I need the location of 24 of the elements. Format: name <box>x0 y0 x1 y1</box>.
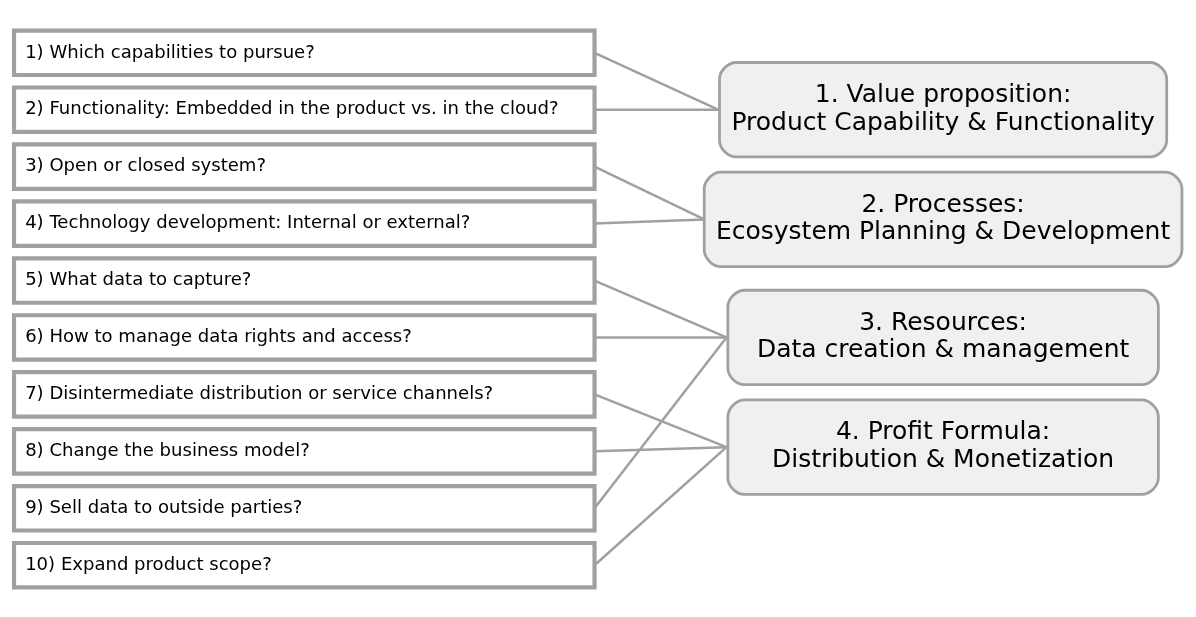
connector <box>594 392 727 448</box>
connector <box>593 336 728 509</box>
node-box: 8) Change the business model? <box>11 426 597 476</box>
connector <box>594 445 727 453</box>
node-box: 6) How to manage data rights and access? <box>11 312 597 362</box>
connector <box>594 335 727 339</box>
connector <box>594 51 719 111</box>
node-box: 2. Processes: Ecosystem Planning & Development <box>702 170 1184 268</box>
node-box: 1. Value proposition: Product Capability & Functionality <box>718 60 1169 158</box>
node-box: 10) Expand product scope? <box>11 540 597 590</box>
node-box: 3) Open or closed system? <box>11 141 597 191</box>
connector <box>594 217 705 225</box>
node-box: 4) Technology development: Internal or external? <box>11 198 597 248</box>
node-box: 9) Sell data to outside parties? <box>11 483 597 533</box>
node-box: 3. Resources: Data creation & management <box>726 288 1160 386</box>
connector <box>594 107 719 111</box>
connector <box>594 165 705 221</box>
node-box: 1) Which capabilities to pursue? <box>11 27 597 77</box>
node-box: 7) Disintermediate distribution or service channels? <box>11 369 597 419</box>
node-box: 4. Profit Formula: Distribution & Monetization <box>726 398 1160 496</box>
node-box: 2) Functionality: Embedded in the product vs. in the cloud? <box>11 84 597 134</box>
connector <box>594 278 727 339</box>
connector <box>593 445 728 566</box>
node-box: 5) What data to capture? <box>11 255 597 305</box>
